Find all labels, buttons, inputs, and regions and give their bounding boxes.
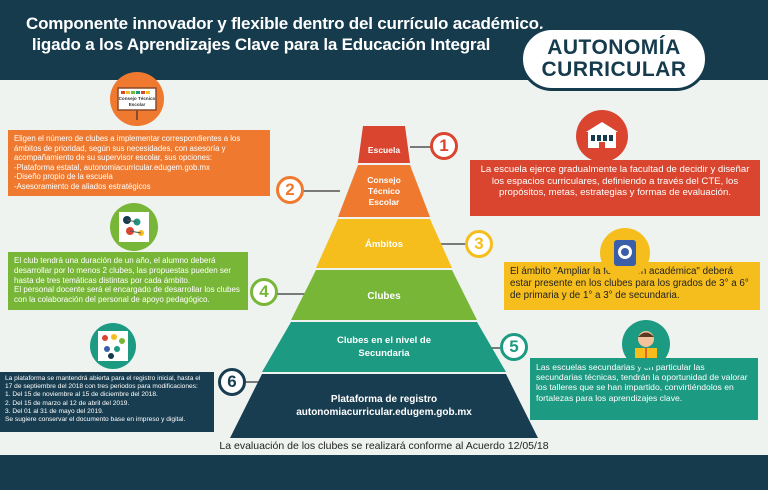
- info-box-6: La plataforma se mantendrá abierta para …: [0, 372, 214, 432]
- step-badge-6: 6: [218, 368, 246, 396]
- info-box-1: La escuela ejerce gradualmente la facult…: [470, 160, 760, 216]
- pyramid-tier-2-label: Consejo Técnico Escolar: [367, 174, 401, 207]
- step-badge-4: 4: [250, 278, 278, 306]
- connector-line-4: [270, 293, 310, 295]
- spheres-icon: [110, 203, 158, 251]
- cte-sign-graphic: [117, 87, 157, 120]
- title-line-2: ligado a los Aprendizajes Clave para la …: [31, 35, 491, 54]
- footer-band: [0, 455, 768, 490]
- pyramid-tier-5-shape: [262, 322, 506, 372]
- footer-note: La evaluación de los clubes se realizará…: [0, 440, 768, 452]
- footer-note-text: La evaluación de los clubes se realizará…: [213, 440, 555, 452]
- pyramid-tier-6-label: Plataforma de registro autonomiacurricul…: [296, 394, 472, 418]
- info-box-2: Eligen el número de clubes a implementar…: [8, 130, 270, 196]
- pyramid-tier-3-shape: [316, 219, 452, 268]
- badge-line-1: AUTONOMÍA: [547, 36, 681, 59]
- cte-sign-label: Consejo Técnico Escolar: [118, 96, 156, 107]
- step-badge-1: 1: [430, 132, 458, 160]
- info-box-5: Las escuelas secundarias y en particular…: [530, 358, 758, 420]
- connector-line-2: [300, 190, 340, 192]
- cte-sign-icon: Consejo Técnico Escolar: [110, 72, 164, 126]
- connector-line-3: [440, 243, 470, 245]
- info-box-4: El club tendrá una duración de un año, e…: [8, 252, 248, 310]
- academic-shield-icon: [600, 228, 650, 278]
- connector-line-1: [410, 146, 440, 148]
- pyramid-tier-4-label: Clubes: [367, 290, 401, 302]
- pyramid-tier-4-shape: [291, 270, 477, 320]
- pyramid-tier-1-shape: [358, 126, 410, 163]
- title-badge: AUTONOMÍA CURRICULAR: [520, 27, 708, 91]
- badge-line-2: CURRICULAR: [541, 58, 687, 81]
- pyramid-tier-2-shape: [338, 165, 430, 217]
- school-building-icon: [576, 110, 628, 162]
- title-line-1: Componente innovador y flexible dentro d…: [26, 14, 544, 33]
- pyramid-tier-6-shape: [230, 374, 538, 438]
- step-badge-2: 2: [276, 176, 304, 204]
- network-dots-icon: [90, 323, 136, 369]
- student-reading-icon: [622, 320, 670, 368]
- connector-line-6: [230, 381, 280, 383]
- step-badge-5: 5: [500, 333, 528, 361]
- pyramid-tier-1-label: Escuela: [367, 145, 401, 155]
- pyramid-tier-3-label: Ámbitos: [365, 238, 403, 250]
- step-badge-3: 3: [465, 230, 493, 258]
- pyramid-tier-5-label: Clubes en el nivel de Secundaria: [337, 335, 431, 359]
